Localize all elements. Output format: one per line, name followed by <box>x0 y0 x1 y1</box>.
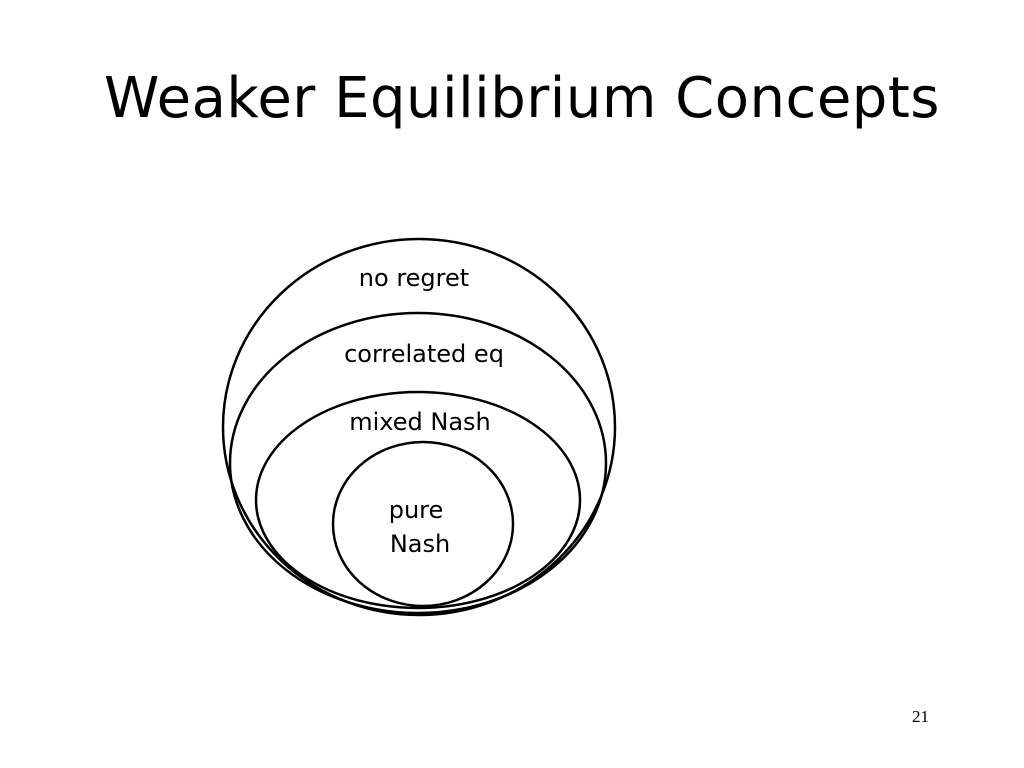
no-regret-ellipse <box>221 237 617 617</box>
pure-nash-label-line2: Nash <box>390 530 450 558</box>
pure-nash-ellipse <box>331 440 515 608</box>
page-number: 21 <box>912 707 929 726</box>
mixed-nash-ellipse <box>254 390 582 610</box>
pure-nash-label-line1: pure <box>389 496 444 524</box>
correlated-eq-ellipse <box>228 311 608 615</box>
slide-title: Weaker Equilibrium Concepts <box>104 66 940 131</box>
mixed-nash-label: mixed Nash <box>349 408 491 436</box>
correlated-eq-label: correlated eq <box>344 340 504 368</box>
no-regret-label: no regret <box>359 264 469 292</box>
